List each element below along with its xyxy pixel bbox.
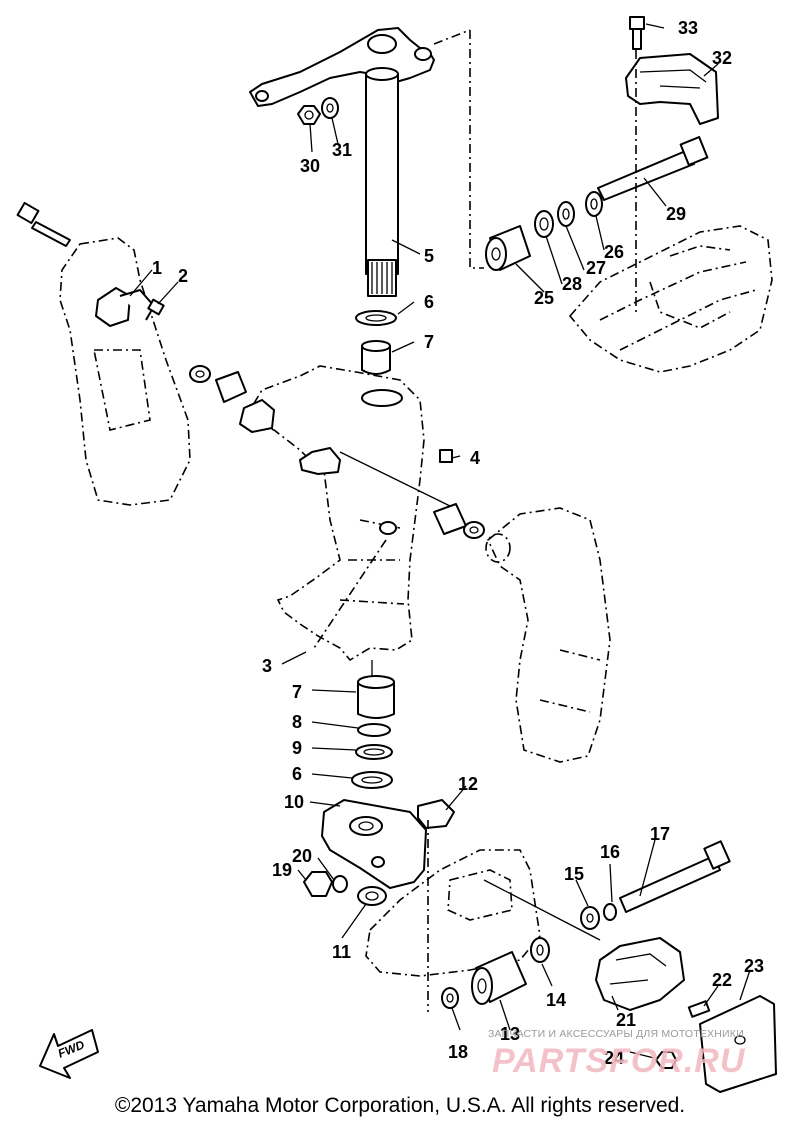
washer-16 <box>603 903 617 921</box>
cover-plate-23 <box>699 995 777 1093</box>
right-bushing-set <box>433 503 485 539</box>
nut-30 <box>297 105 321 125</box>
callout-6b: 6 <box>292 764 302 784</box>
guide-line-screw-3 <box>313 539 387 649</box>
callout-20: 20 <box>292 846 312 866</box>
seal-9 <box>355 744 393 760</box>
callout-15: 15 <box>564 864 584 884</box>
bolt-33 <box>629 16 645 50</box>
callout-27: 27 <box>586 258 606 278</box>
callout-2: 2 <box>178 266 188 286</box>
clamp-bracket-left <box>59 237 191 506</box>
lower-mount-plate <box>365 849 541 977</box>
steering-shaft <box>365 67 399 297</box>
callout-22: 22 <box>712 970 732 990</box>
callout-1: 1 <box>152 258 162 278</box>
callout-29: 29 <box>666 204 686 224</box>
axis-line-lower-bolt <box>483 879 601 941</box>
copyright-notice: ©2013 Yamaha Motor Corporation, U.S.A. A… <box>114 1094 686 1117</box>
callout-28: 28 <box>562 274 582 294</box>
mount-bracket-21 <box>595 937 685 1011</box>
mount-rubber-13 <box>471 951 527 1005</box>
washer-18 <box>441 987 459 1009</box>
callout-26: 26 <box>604 242 624 262</box>
washer-20 <box>332 875 348 893</box>
left-bushing-set <box>189 365 247 403</box>
upper-mount-cap-32 <box>625 53 719 125</box>
callout-numbers: 1 2 3 4 5 6 7 7 8 9 6 10 11 12 13 14 15 … <box>152 18 764 1068</box>
nut-19 <box>303 871 333 897</box>
callout-25: 25 <box>534 288 554 308</box>
mount-rubber-25 <box>485 225 531 271</box>
watermark-brand: PARTSFOR.RU <box>492 1042 746 1080</box>
callout-33: 33 <box>678 18 698 38</box>
watermark-tagline: ЗАПЧАСТИ И АКСЕССУАРЫ ДЛЯ МОТОТЕХНИКИ <box>488 1028 744 1040</box>
lower-mount-housing-10 <box>321 799 427 889</box>
washer-15 <box>580 906 600 930</box>
callout-32: 32 <box>712 48 732 68</box>
washer-6-upper <box>355 310 397 326</box>
watermark: ЗАПЧАСТИ И АКСЕССУАРЫ ДЛЯ МОТОТЕХНИКИ PA… <box>488 1028 788 1088</box>
washers-26-27-28 <box>534 191 603 238</box>
guide-line-a <box>469 30 484 269</box>
washer-31 <box>321 97 339 119</box>
swivel-bracket <box>239 365 425 662</box>
axis-line-tilt-pin <box>339 451 451 507</box>
callout-17: 17 <box>650 824 670 844</box>
callout-24: 24 <box>604 1048 624 1068</box>
callout-16: 16 <box>600 842 620 862</box>
callout-5: 5 <box>424 246 434 266</box>
grease-fitting <box>16 201 71 247</box>
callout-21: 21 <box>616 1010 636 1030</box>
nut-24 <box>655 1051 677 1069</box>
steering-arm <box>249 27 435 107</box>
through-bolt-17 <box>619 840 731 913</box>
clamp-bracket-right <box>485 507 611 763</box>
callout-19: 19 <box>272 860 292 880</box>
o-ring-8 <box>357 723 391 737</box>
callout-10: 10 <box>284 792 304 812</box>
callout-31: 31 <box>332 140 352 160</box>
bushing-7-lower <box>357 675 395 719</box>
through-bolt-29 <box>597 136 709 201</box>
upper-mount-plate <box>568 225 773 373</box>
fwd-arrow: FWD <box>39 1029 99 1079</box>
callout-14: 14 <box>546 990 566 1010</box>
callout-7b: 7 <box>292 682 302 702</box>
callout-6: 6 <box>424 292 434 312</box>
callout-30: 30 <box>300 156 320 176</box>
callout-12: 12 <box>458 774 478 794</box>
grease-nipple-4 <box>439 449 453 463</box>
callout-9: 9 <box>292 738 302 758</box>
washer-14 <box>530 937 550 963</box>
callout-8: 8 <box>292 712 302 732</box>
callout-13: 13 <box>500 1024 520 1044</box>
callout-11: 11 <box>332 942 351 962</box>
spacer-11 <box>357 886 387 906</box>
callout-18: 18 <box>448 1042 468 1062</box>
clip-12 <box>417 799 455 829</box>
guide-line-b <box>433 29 471 45</box>
callout-3: 3 <box>262 656 272 676</box>
callout-23: 23 <box>744 956 764 976</box>
callout-4: 4 <box>470 448 480 468</box>
callout-7: 7 <box>424 332 434 352</box>
bushing-7-upper <box>361 340 391 375</box>
washer-6-lower <box>351 771 393 789</box>
leader-lines <box>129 23 751 1059</box>
